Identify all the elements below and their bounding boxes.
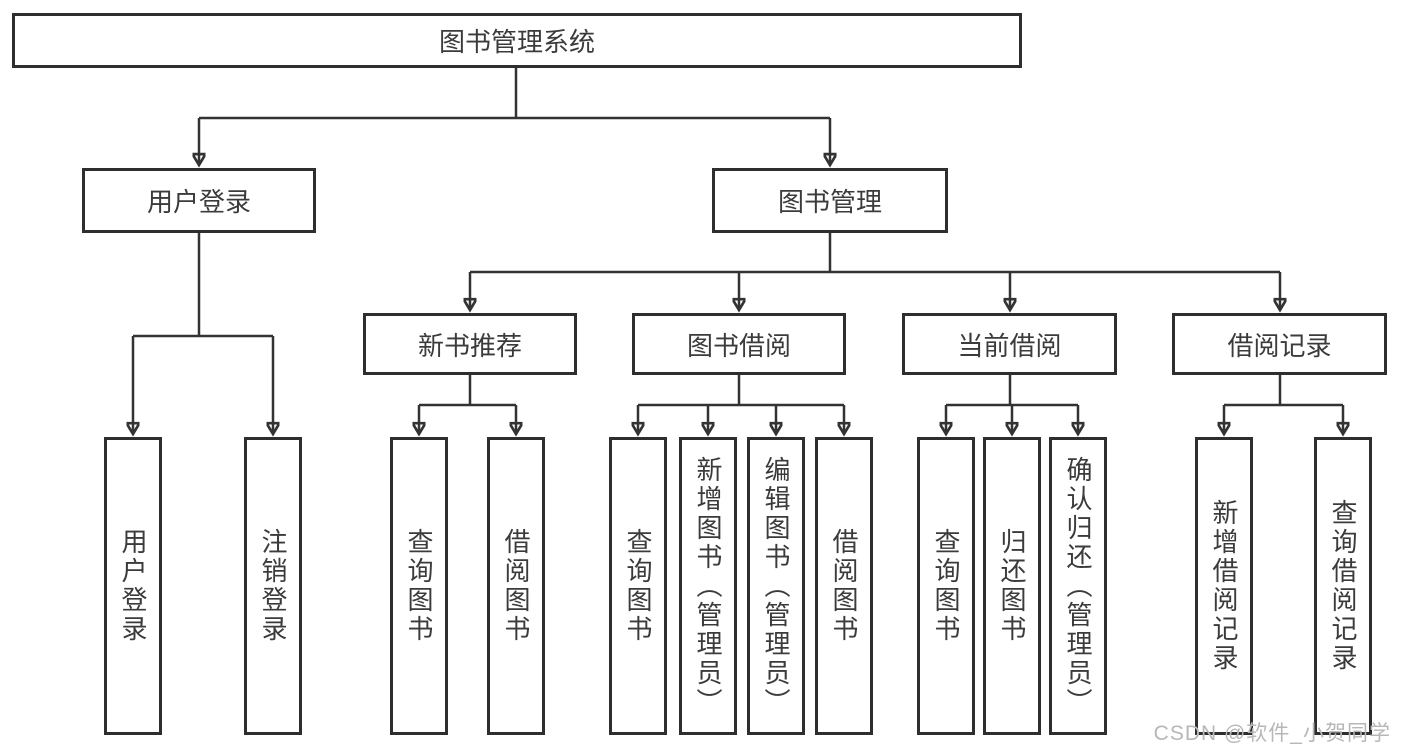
leaf-confirm-return-admin: 确认归还（管理员） [1049, 437, 1107, 735]
leaf-add-books-admin: 新增图书（管理员） [679, 437, 737, 735]
node-current-borrowing: 当前借阅 [902, 313, 1117, 375]
leaf-query-books-borrow: 查询图书 [609, 437, 667, 735]
node-label: 图书管理 [777, 187, 882, 217]
leaf-borrow-books-recommend: 借阅图书 [487, 437, 545, 735]
leaf-user-login: 用户登录 [104, 437, 162, 735]
node-label: 当前借阅 [957, 330, 1062, 361]
node-label: 图书管理系统 [438, 27, 595, 57]
leaf-label: 用户登录 [118, 528, 148, 644]
leaf-label: 新增图书（管理员） [693, 455, 723, 717]
leaf-label: 查询图书 [931, 528, 961, 644]
leaf-label: 新增借阅记录 [1209, 499, 1239, 673]
csdn-watermark: CSDN @软件_小贺同学 [1153, 722, 1391, 745]
leaf-add-borrow-record: 新增借阅记录 [1195, 437, 1253, 735]
leaf-label: 确认归还（管理员） [1063, 455, 1093, 717]
leaf-label: 编辑图书（管理员） [761, 455, 791, 717]
node-book-management: 图书管理 [712, 168, 948, 233]
leaf-label: 查询图书 [623, 528, 653, 644]
node-user-login: 用户登录 [82, 168, 316, 233]
node-new-book-recommend: 新书推荐 [363, 313, 577, 375]
leaf-label: 借阅图书 [829, 528, 859, 644]
leaf-logout: 注销登录 [244, 437, 302, 735]
leaf-query-borrow-record: 查询借阅记录 [1314, 437, 1372, 735]
leaf-label: 归还图书 [997, 528, 1027, 644]
leaf-label: 查询图书 [404, 528, 434, 644]
leaf-query-books-recommend: 查询图书 [390, 437, 448, 735]
leaf-label: 借阅图书 [501, 528, 531, 644]
node-book-borrowing: 图书借阅 [632, 313, 846, 375]
leaf-label: 注销登录 [258, 528, 288, 644]
node-borrowing-records: 借阅记录 [1172, 313, 1387, 375]
leaf-query-books-current: 查询图书 [917, 437, 975, 735]
leaf-edit-books-admin: 编辑图书（管理员） [747, 437, 805, 735]
leaf-label: 查询借阅记录 [1328, 499, 1358, 673]
node-label: 借阅记录 [1227, 330, 1332, 361]
node-label: 图书借阅 [686, 330, 791, 361]
node-label: 用户登录 [146, 187, 251, 217]
node-label: 新书推荐 [417, 330, 522, 361]
leaf-return-books: 归还图书 [983, 437, 1041, 735]
leaf-borrow-books: 借阅图书 [815, 437, 873, 735]
node-root-system: 图书管理系统 [12, 13, 1022, 68]
